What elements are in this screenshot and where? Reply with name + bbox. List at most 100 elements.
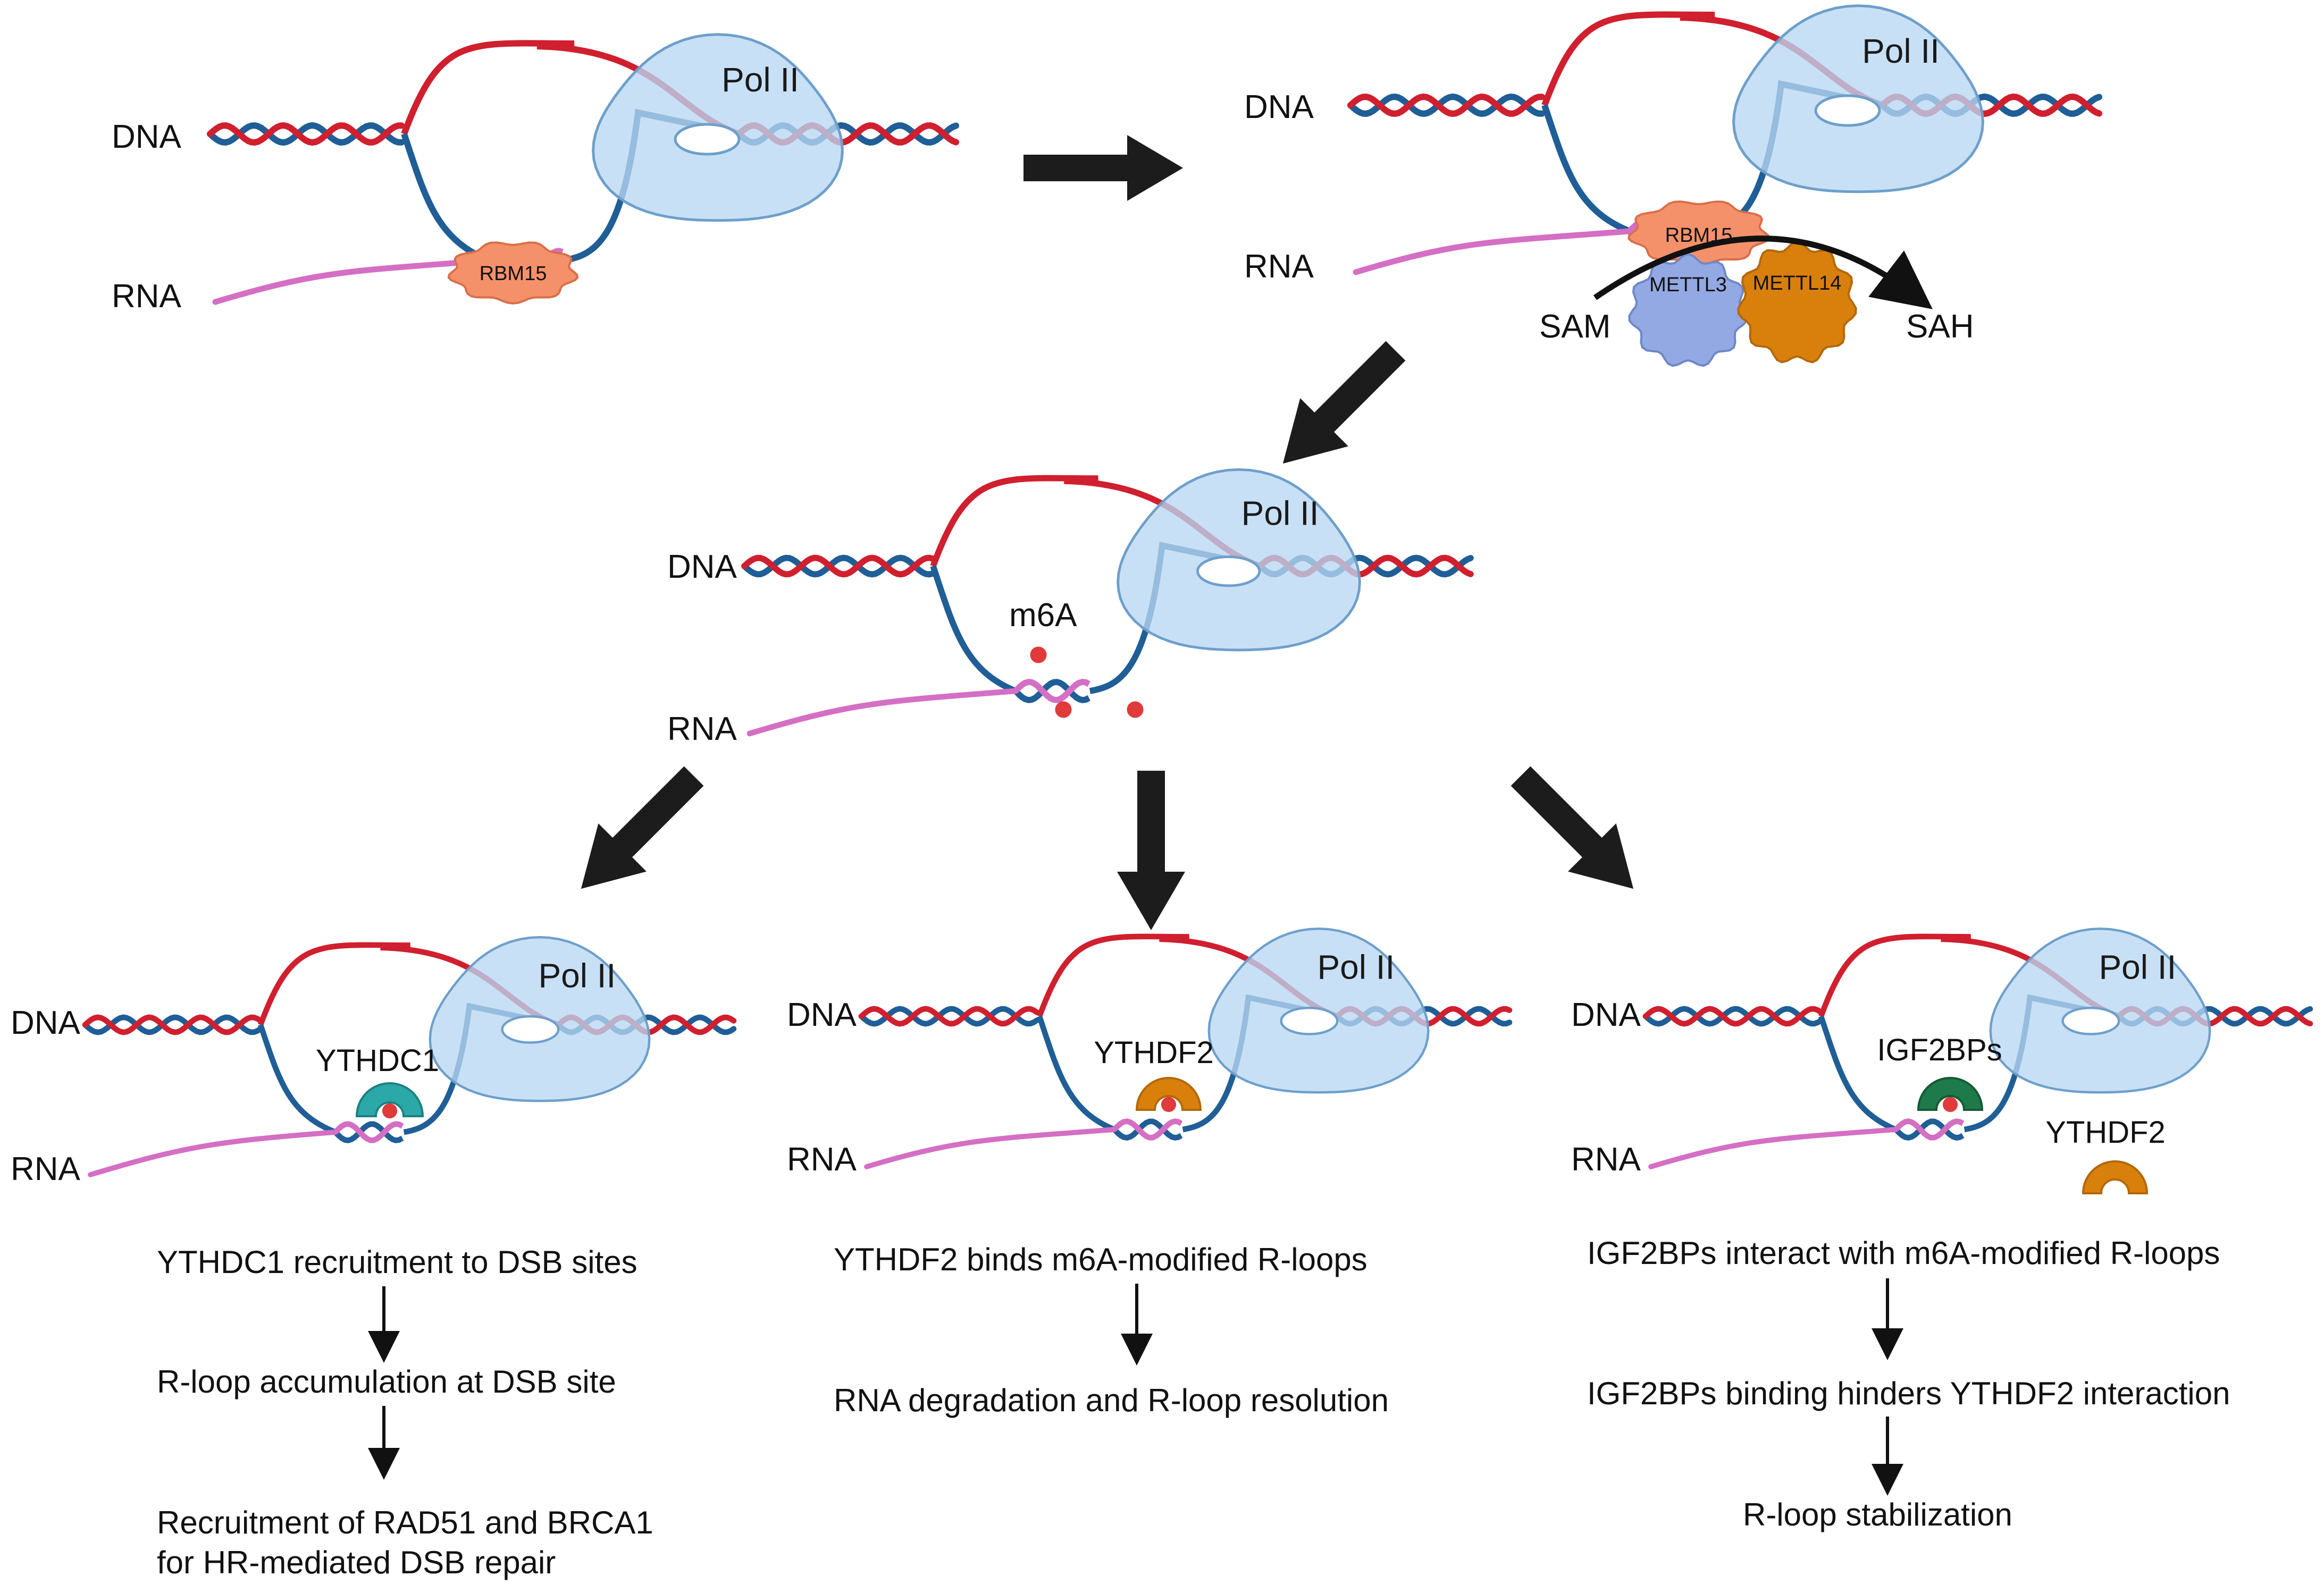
rna-label: RNA [1244,248,1314,285]
dna-label: DNA [11,1005,81,1041]
hybrid-dna-strand [1894,1118,1965,1141]
template-strand-descent [1036,1015,1115,1132]
flow-arrow-down-left-2 [581,766,704,889]
rna-transcript [1353,228,1633,275]
ythdc1-label: YTHDC1 [316,1043,439,1078]
sah-label: SAH [1906,308,1974,345]
dna-label: DNA [667,549,737,585]
igf2bps-label: IGF2BPs [1877,1033,2002,1067]
dna-coding-strand [1347,93,1545,117]
pol-ii-channel [2061,1006,2120,1035]
ythdf2-label: YTHDF2 [1094,1035,1214,1070]
dna-coding-strand [858,1006,1040,1027]
dna-label: DNA [1571,997,1641,1033]
hybrid-rna-strand [333,1121,404,1143]
dna-coding-strand [207,122,405,146]
pol-ii-channel [674,123,741,156]
ythdf2-pathway-text: YTHDF2 binds m6A-modified R-loops RNA de… [834,1242,1389,1418]
rna-transcript [746,688,1019,737]
template-strand-descent [1818,1015,1897,1132]
panel-labels: DNA RNA DNA RNA DNA RNA DNA RNA DNA RNA … [11,89,1641,1187]
ythdf2-step1: YTHDF2 binds m6A-modified R-loops [834,1242,1367,1277]
dna-coding-strand [1642,1006,1824,1027]
template-strand-descent [257,1024,337,1135]
pol-ii-label: Pol II [721,61,799,99]
template-strand-descent [1541,104,1631,234]
pol-ii-channel [1814,94,1881,127]
rna-label: RNA [667,711,737,747]
methylation-reaction: SAM SAH [1539,235,1974,345]
mettl3-label: METTL3 [1649,274,1727,296]
panel-ythdc1: Pol II YTHDC1 [82,935,737,1177]
hybrid-dna-strand [1013,679,1090,704]
pol-ii-label: Pol II [538,957,616,995]
m6a-mark [1161,1097,1177,1112]
rna-label: RNA [11,1151,81,1187]
mettl3-protein [1628,252,1748,367]
m6a-mark [1942,1097,1958,1112]
rna-label: RNA [1571,1141,1641,1178]
igf2bps-step3: R-loop stabilization [1743,1497,2012,1532]
pol-ii-label: Pol II [1317,948,1395,987]
flow-arrow-down-right [1511,766,1634,889]
hybrid-rna-strand [1112,1118,1183,1141]
panel-m6a-rloop: Pol II [741,468,1474,737]
panel-ythdf2: Pol II YTHDF2 [858,927,1513,1169]
ythdf2-step2: RNA degradation and R-loop resolution [834,1383,1389,1418]
rna-transcript [212,257,492,305]
mettl14-label: METTL14 [1753,272,1842,294]
dna-template-strand [1642,1006,1824,1027]
sam-label: SAM [1539,308,1610,345]
flow-arrows [581,135,1634,930]
ythdc1-step1: YTHDC1 recruitment to DSB sites [157,1244,637,1280]
hybrid-dna-strand [333,1121,404,1143]
dna-coding-strand [82,1014,264,1035]
dna-label: DNA [1244,89,1314,125]
mettl14-protein [1737,240,1857,364]
hybrid-rna-strand [1894,1118,1965,1141]
ythdc1-step3-line1: Recruitment of RAD51 and BRCA1 [157,1505,653,1540]
ythdf2-protein-free [2082,1160,2149,1194]
pol-ii-label: Pol II [1862,32,1940,70]
pol-ii-label: Pol II [1241,494,1319,532]
ythdf2-protein [1135,1077,1202,1111]
hybrid-dna-strand [1112,1118,1183,1141]
m6a-label: m6A [1009,597,1077,634]
rbm15-label: RBM15 [480,263,547,285]
m6a-mark [1055,701,1072,718]
panel-transcription: Pol II RBM15 [207,33,959,305]
rbm15-protein [447,241,579,305]
dna-label: DNA [787,997,857,1033]
rna-transcript [864,1127,1117,1169]
ythdc1-step3-line2: for HR-mediated DSB repair [157,1545,556,1580]
igf2bps-step2: IGF2BPs binding hinders YTHDF2 interacti… [1587,1376,2230,1411]
rna-transcript [88,1130,338,1177]
dna-template-strand [82,1014,264,1035]
dna-template-strand [207,122,405,146]
igf2bps-pathway-text: IGF2BPs interact with m6A-modified R-loo… [1587,1235,2230,1532]
rna-transcript [1648,1127,1899,1169]
m6a-mark [382,1103,398,1119]
flow-arrow-right [1023,135,1183,201]
rna-label: RNA [112,278,182,315]
dna-template-strand [1347,93,1545,117]
rbm15-protein [1627,200,1770,267]
ythdc1-pathway-text: YTHDC1 recruitment to DSB sites R-loop a… [157,1244,653,1580]
ythdc1-step2: R-loop accumulation at DSB site [157,1364,616,1400]
m6a-mark [1030,646,1047,663]
flow-arrow-down [1117,771,1185,930]
dna-template-strand [741,554,936,578]
rna-label: RNA [787,1141,857,1178]
ythdc1-protein [355,1082,424,1117]
hybrid-rna-strand [1013,678,1090,703]
template-strand-descent [401,133,491,264]
sam-to-sah-arrow [1593,235,1933,309]
dna-coding-strand [741,554,936,578]
pol-ii-label: Pol II [2099,948,2176,987]
pol-ii-channel [1280,1006,1339,1035]
igf2bps-protein [1917,1077,1984,1111]
